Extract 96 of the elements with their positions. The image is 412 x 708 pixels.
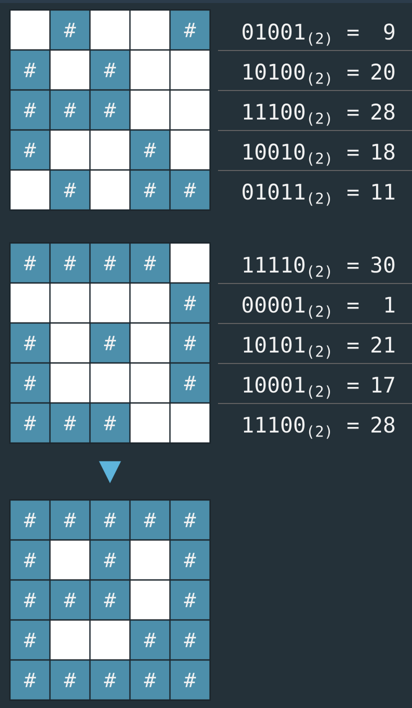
grid-cell bbox=[89, 169, 131, 211]
grid-cell bbox=[89, 362, 131, 404]
grid-cell: # bbox=[49, 579, 91, 621]
grid-cell bbox=[129, 282, 171, 324]
grid-cell: # bbox=[49, 402, 91, 444]
grid-cell: # bbox=[169, 169, 211, 211]
grid-cell bbox=[89, 129, 131, 171]
grid-cell bbox=[49, 282, 91, 324]
grid-cell bbox=[49, 619, 91, 661]
grid-cell: # bbox=[169, 362, 211, 404]
grid-cell bbox=[169, 242, 211, 284]
grid-cell bbox=[49, 49, 91, 91]
grid-cell bbox=[129, 89, 171, 131]
grid-cell: # bbox=[49, 89, 91, 131]
grid-cell: # bbox=[169, 659, 211, 701]
decimal-number: 28 bbox=[372, 416, 394, 433]
grid-cell bbox=[9, 282, 51, 324]
grid-cell bbox=[49, 362, 91, 404]
grid-cell: # bbox=[49, 242, 91, 284]
grid-cell bbox=[129, 579, 171, 621]
decimal-number: 28 bbox=[372, 104, 394, 120]
grid-cell: # bbox=[49, 499, 91, 541]
grid-cell: # bbox=[169, 322, 211, 364]
grid-cell: # bbox=[129, 169, 171, 211]
binary-number: 11100$_{(2)}$ = bbox=[244, 416, 359, 439]
grid-cell: # bbox=[9, 539, 51, 581]
grid-cell: # bbox=[89, 499, 131, 541]
grid-cell: # bbox=[9, 89, 51, 131]
binary-number: 01001$_{(2)}$ = bbox=[242, 24, 359, 46]
grid-cell bbox=[9, 169, 51, 211]
grid-cell: # bbox=[49, 169, 91, 211]
grid-cell: # bbox=[89, 539, 131, 581]
grid-cell: # bbox=[9, 362, 51, 404]
grid-cell: # bbox=[89, 89, 131, 131]
grid-cell bbox=[169, 402, 211, 444]
grid-cell: # bbox=[89, 579, 131, 621]
binary-number: 11110$_{(2)}$ = bbox=[244, 256, 359, 279]
grid-cell: # bbox=[89, 322, 131, 364]
grid-cell: # bbox=[9, 49, 51, 91]
grid-cell: # bbox=[9, 402, 51, 444]
grid-cell: # bbox=[129, 499, 171, 541]
decimal-number: 30 bbox=[371, 256, 394, 273]
grid-cell: # bbox=[129, 619, 171, 661]
grid-cell bbox=[129, 49, 171, 91]
grid-cell: # bbox=[9, 659, 51, 701]
binary-number: 10010$_{(2)}$ = bbox=[244, 144, 359, 166]
decimal-number: 18 bbox=[372, 144, 394, 160]
grid-cell bbox=[129, 322, 171, 364]
grid-cell: # bbox=[89, 242, 131, 284]
grid-cell: # bbox=[129, 129, 171, 171]
grid-cell bbox=[49, 322, 91, 364]
grid-cell: # bbox=[9, 499, 51, 541]
grid-cell: # bbox=[9, 322, 51, 364]
grid-cell bbox=[169, 89, 211, 131]
grid-cell bbox=[89, 282, 131, 324]
binary-number: 00001$_{(2)}$ = bbox=[242, 296, 359, 319]
grid-cell bbox=[89, 9, 131, 51]
grid-cell: # bbox=[9, 242, 51, 284]
grid-cell: # bbox=[169, 619, 211, 661]
grid-cell: # bbox=[9, 619, 51, 661]
grid-cell bbox=[89, 619, 131, 661]
binary-number: 10001$_{(2)}$ = bbox=[244, 376, 359, 399]
grid-cell: # bbox=[9, 579, 51, 621]
grid-cell: # bbox=[169, 539, 211, 581]
grid-cell: # bbox=[49, 9, 91, 51]
decimal-number: 20 bbox=[372, 64, 394, 80]
decimal-number: 17 bbox=[372, 376, 394, 392]
decimal-number: 11 bbox=[372, 184, 394, 200]
decimal-number: 1 bbox=[385, 296, 394, 312]
binary-number: 01011$_{(2)}$ = bbox=[242, 184, 359, 206]
grid-cell: # bbox=[49, 659, 91, 701]
grid-cell bbox=[169, 129, 211, 171]
grid-cell bbox=[129, 539, 171, 581]
grid-cell: # bbox=[169, 579, 211, 621]
grid-cell: # bbox=[129, 242, 171, 284]
grid-cell: # bbox=[169, 499, 211, 541]
binary-number: 10100$_{(2)}$ = bbox=[244, 64, 359, 86]
grid-cell bbox=[129, 9, 171, 51]
grid-cell: # bbox=[169, 282, 211, 324]
binary-number: 10101$_{(2)}$ = bbox=[244, 336, 359, 359]
grid-cell bbox=[129, 362, 171, 404]
grid-cell: # bbox=[89, 659, 131, 701]
decimal-number: 9 bbox=[384, 24, 394, 40]
grid-cell bbox=[129, 402, 171, 444]
arrow bbox=[99, 461, 121, 484]
binary-number: 11100$_{(2)}$ = bbox=[244, 104, 359, 126]
decimal-number: 21 bbox=[372, 336, 394, 352]
grid-cell bbox=[9, 9, 51, 51]
grid-cell bbox=[169, 49, 211, 91]
grid-cell: # bbox=[89, 49, 131, 91]
grid-cell: # bbox=[129, 659, 171, 701]
grid-cell: # bbox=[169, 9, 211, 51]
grid-cell bbox=[49, 129, 91, 171]
grid-cell bbox=[49, 539, 91, 581]
grid-cell: # bbox=[9, 129, 51, 171]
grid-cell: # bbox=[89, 402, 131, 444]
